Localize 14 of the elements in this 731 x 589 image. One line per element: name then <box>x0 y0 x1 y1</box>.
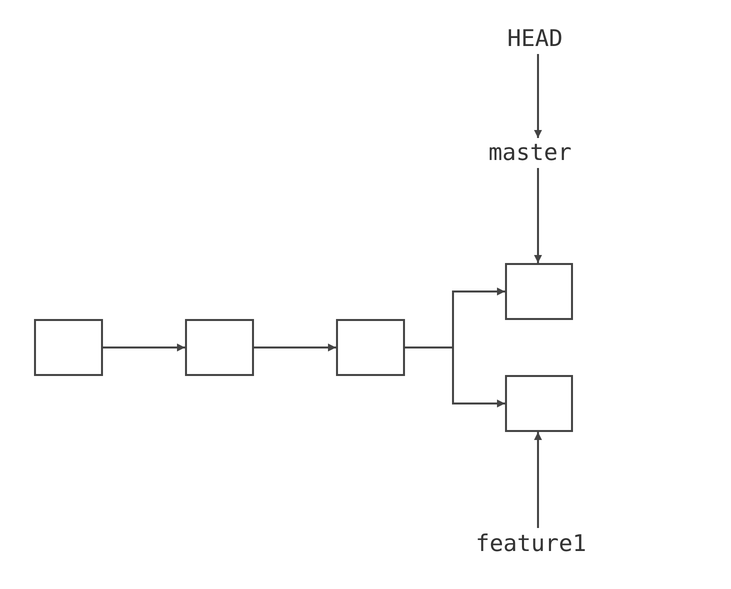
arrow <box>534 168 542 263</box>
commit-box <box>505 263 573 320</box>
commit-box <box>185 319 254 376</box>
commit-box <box>505 375 573 432</box>
pointer-label: HEAD <box>507 28 563 50</box>
arrow <box>405 346 505 408</box>
commit-box <box>34 319 103 376</box>
arrow <box>534 54 542 138</box>
arrow <box>534 432 542 528</box>
arrow <box>254 344 336 352</box>
arrow <box>103 344 185 352</box>
pointer-label: master <box>488 142 572 164</box>
pointer-label: feature1 <box>476 532 586 556</box>
commit-box <box>336 319 405 376</box>
